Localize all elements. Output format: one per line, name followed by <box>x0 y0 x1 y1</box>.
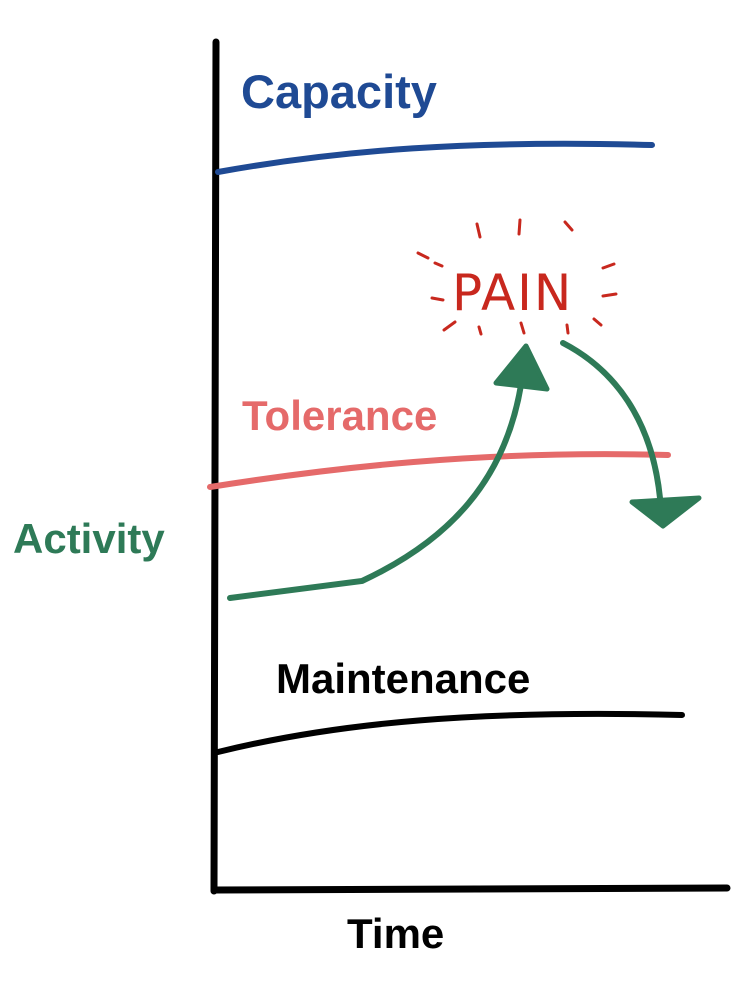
tolerance-line <box>207 451 671 490</box>
activity-rise-curve <box>227 382 524 601</box>
activity-fall-curve <box>560 340 663 501</box>
capacity-line <box>215 140 655 175</box>
y-axis <box>210 38 220 895</box>
time-axis-label: Time <box>347 910 444 957</box>
pain-burst-icon <box>416 218 618 336</box>
tolerance-label: Tolerance <box>242 392 437 439</box>
activity-label: Activity <box>13 515 165 562</box>
x-axis <box>210 884 731 894</box>
activity-fall-arrowhead <box>629 495 702 529</box>
pain-label: PAIN <box>452 264 573 322</box>
maintenance-label: Maintenance <box>276 655 530 702</box>
maintenance-line <box>215 710 685 755</box>
capacity-label: Capacity <box>241 65 437 118</box>
activity-rise-arrowhead <box>493 343 550 392</box>
